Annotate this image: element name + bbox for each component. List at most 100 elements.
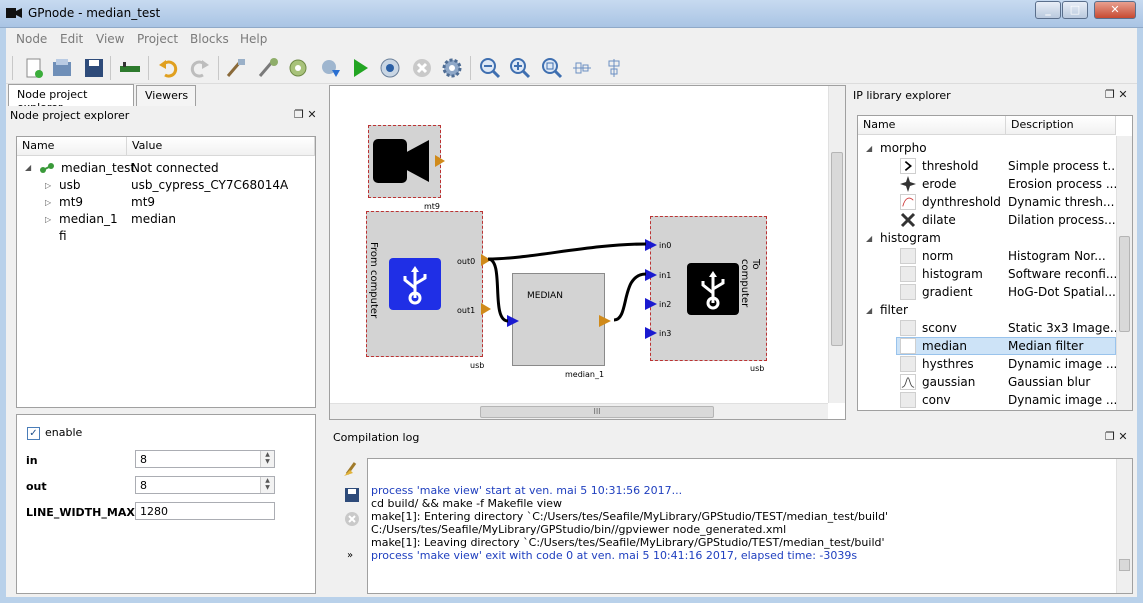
ip-item-name[interactable]: hysthres xyxy=(922,357,974,371)
menu-node[interactable]: Node xyxy=(16,32,48,46)
board-icon[interactable] xyxy=(118,56,142,80)
run-icon[interactable] xyxy=(348,56,372,80)
usb-sink-block[interactable]: To computer in0 in1 in2 in3 xyxy=(645,216,767,361)
scroll-thumb[interactable] xyxy=(831,152,843,346)
dock-buttons[interactable]: ❐ ✕ xyxy=(1105,430,1128,443)
out-port-icon[interactable] xyxy=(435,155,445,167)
expand-arrow-icon[interactable]: ▷ xyxy=(45,198,52,207)
out-port-icon[interactable] xyxy=(599,315,611,327)
scroll-down-icon[interactable]: » xyxy=(347,550,354,561)
ip-item-name[interactable]: norm xyxy=(922,249,954,263)
maximize-button[interactable]: □ xyxy=(1062,1,1088,19)
spin-arrows-icon[interactable]: ▲▼ xyxy=(260,451,274,467)
scroll-thumb[interactable] xyxy=(1119,236,1130,332)
group-morpho[interactable]: morpho xyxy=(880,141,927,155)
enable-checkbox[interactable]: ✓ xyxy=(27,427,40,440)
out-port-icon[interactable] xyxy=(481,303,491,315)
usb-source-block[interactable]: From computer out0 out1 xyxy=(366,211,491,357)
ip-item-name[interactable]: erode xyxy=(922,177,957,191)
zoom-in-icon[interactable] xyxy=(508,56,532,80)
ip-item-name[interactable]: dynthreshold xyxy=(922,195,1001,209)
save-icon[interactable] xyxy=(82,56,106,80)
zoom-out-icon[interactable] xyxy=(478,56,502,80)
menu-project[interactable]: Project xyxy=(137,32,179,46)
redo-icon[interactable] xyxy=(188,56,212,80)
menu-help[interactable]: Help xyxy=(240,32,268,46)
tree-item-name[interactable]: median_1 xyxy=(59,212,118,226)
in-port-icon[interactable] xyxy=(645,327,657,339)
expand-arrow-icon[interactable]: ◢ xyxy=(25,163,32,172)
expand-arrow-icon[interactable]: ▷ xyxy=(45,181,52,190)
ip-item-name[interactable]: gaussian xyxy=(922,375,976,389)
group-filter[interactable]: filter xyxy=(880,303,908,317)
canvas-horizontal-scrollbar[interactable]: III xyxy=(330,403,828,419)
erode-icon xyxy=(900,176,916,192)
checkmark-icon: ✓ xyxy=(29,428,38,439)
stop-icon[interactable] xyxy=(410,56,434,80)
tree-item-name[interactable]: fi xyxy=(59,229,67,243)
clear-log-icon[interactable] xyxy=(343,460,361,478)
align-vertical-icon[interactable] xyxy=(602,56,626,80)
minimize-button[interactable]: _ xyxy=(1035,1,1061,19)
out-spinbox[interactable]: 8▲▼ xyxy=(135,476,275,494)
tree-item-name[interactable]: mt9 xyxy=(59,195,84,209)
in-port-icon[interactable] xyxy=(645,298,657,310)
log-scrollbar[interactable] xyxy=(1116,459,1132,593)
out-port-icon[interactable] xyxy=(481,254,491,266)
menu-view[interactable]: View xyxy=(96,32,125,46)
expand-arrow-icon[interactable]: ◢ xyxy=(866,234,873,243)
tree-item-name[interactable]: usb xyxy=(59,178,81,192)
expand-arrow-icon[interactable]: ◢ xyxy=(866,306,873,315)
menu-blocks[interactable]: Blocks xyxy=(190,32,229,46)
canvas-vertical-scrollbar[interactable] xyxy=(828,86,845,403)
in-port-icon[interactable] xyxy=(645,269,657,281)
ip-item-name[interactable]: threshold xyxy=(922,159,979,173)
column-header-value[interactable]: Value xyxy=(127,137,315,156)
dock-buttons[interactable]: ❐ ✕ xyxy=(294,108,317,121)
new-icon[interactable] xyxy=(22,56,46,80)
median-block[interactable]: MEDIAN xyxy=(507,273,611,366)
tab-viewers[interactable]: Viewers xyxy=(136,85,196,106)
ip-item-name[interactable]: gradient xyxy=(922,285,973,299)
ip-item-name[interactable]: sconv xyxy=(922,321,957,335)
in-port-icon[interactable] xyxy=(507,315,519,327)
column-header-name[interactable]: Name xyxy=(858,116,1006,135)
block-canvas[interactable]: mt9 From computer out0 out1 usb MEDIAN m… xyxy=(329,85,846,420)
view-icon[interactable] xyxy=(378,56,402,80)
undo-icon[interactable] xyxy=(156,56,180,80)
dock-buttons[interactable]: ❐ ✕ xyxy=(1105,88,1128,101)
mt9-block[interactable] xyxy=(368,125,445,198)
menu-edit[interactable]: Edit xyxy=(60,32,84,46)
scroll-thumb[interactable]: III xyxy=(480,406,714,418)
zoom-fit-icon[interactable] xyxy=(540,56,564,80)
tab-node-project-explorer[interactable]: Node project explorer xyxy=(8,84,134,114)
ip-item-name[interactable]: histogram xyxy=(922,267,983,281)
close-button[interactable]: ✕ xyxy=(1094,1,1136,19)
compilation-log-output[interactable]: process 'make view' start at ven. mai 5 … xyxy=(367,458,1133,594)
open-icon[interactable] xyxy=(50,56,74,80)
spin-arrows-icon[interactable]: ▲▼ xyxy=(260,477,274,493)
ip-library-scrollbar[interactable] xyxy=(1116,136,1132,410)
in-spinbox[interactable]: 8▲▼ xyxy=(135,450,275,468)
configure-icon[interactable] xyxy=(224,56,248,80)
save-log-icon[interactable] xyxy=(343,486,361,504)
generate-icon[interactable] xyxy=(256,56,280,80)
ip-item-name[interactable]: median xyxy=(922,339,967,353)
stop-log-icon[interactable] xyxy=(343,510,361,528)
expand-arrow-icon[interactable]: ▷ xyxy=(45,215,52,224)
settings-icon[interactable] xyxy=(440,56,464,80)
expand-arrow-icon[interactable]: ◢ xyxy=(866,144,873,153)
send-icon[interactable] xyxy=(318,56,342,80)
scroll-thumb[interactable] xyxy=(1119,559,1130,571)
in-port-icon[interactable] xyxy=(645,239,657,251)
selected-row-highlight[interactable] xyxy=(896,337,1116,355)
group-histogram[interactable]: histogram xyxy=(880,231,941,245)
tree-item-name[interactable]: median_test xyxy=(61,161,136,175)
line-width-max-input[interactable]: 1280 xyxy=(135,502,275,520)
column-header-name[interactable]: Name xyxy=(17,137,127,156)
compile-icon[interactable] xyxy=(286,56,310,80)
align-horizontal-icon[interactable] xyxy=(570,56,594,80)
ip-item-name[interactable]: conv xyxy=(922,393,951,407)
column-header-description[interactable]: Description xyxy=(1006,116,1116,135)
ip-item-name[interactable]: dilate xyxy=(922,213,956,227)
